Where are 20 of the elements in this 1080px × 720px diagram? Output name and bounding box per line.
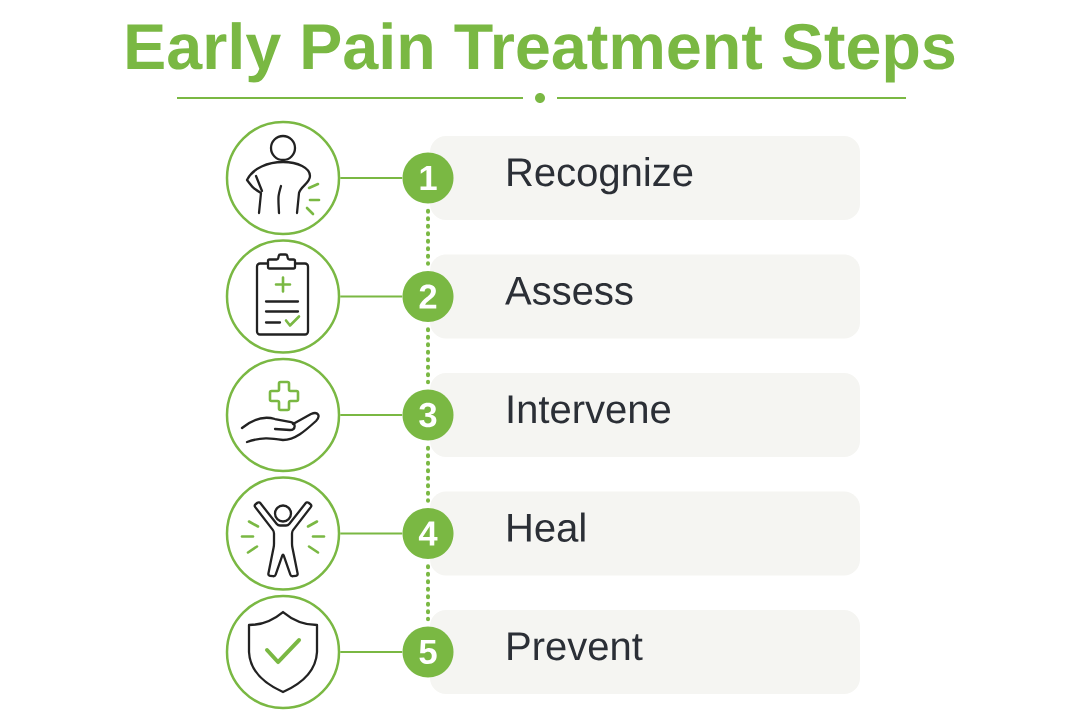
dotted-line <box>426 327 430 385</box>
step-number: 1 <box>402 152 454 204</box>
dotted-line <box>426 564 430 622</box>
step-number: 2 <box>402 271 454 322</box>
connector-line <box>340 413 403 417</box>
icon-circle <box>225 476 341 591</box>
connector-line <box>340 176 403 180</box>
connector-line <box>340 532 403 535</box>
dotted-line <box>426 445 430 503</box>
icon-circle <box>225 594 341 710</box>
icon-circle <box>225 357 341 473</box>
step-number: 3 <box>402 389 454 441</box>
connector-line <box>340 295 403 298</box>
step-number: 4 <box>402 508 454 559</box>
title: Early Pain Treatment Steps <box>127 22 955 83</box>
dotted-line <box>426 208 430 266</box>
icon-circle <box>225 239 341 354</box>
step-number: 5 <box>402 626 454 678</box>
connector-line <box>340 650 403 654</box>
icon-circle <box>225 120 341 236</box>
